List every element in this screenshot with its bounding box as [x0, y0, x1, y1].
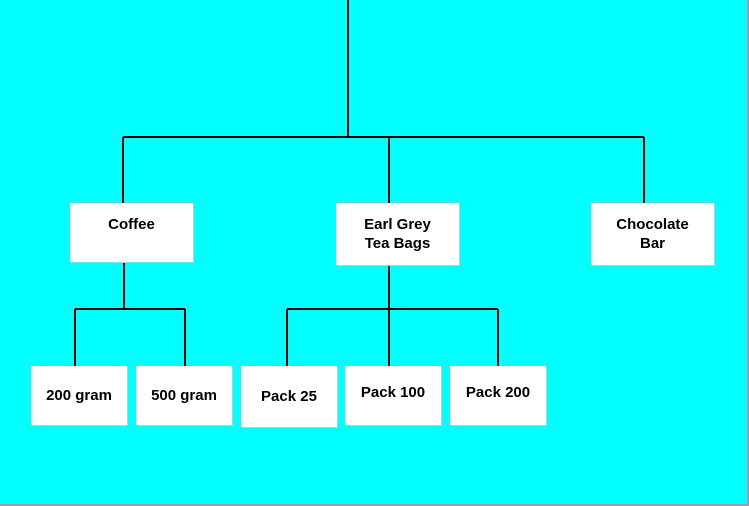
node-earl-grey-tea-bags-label: Earl Grey Tea Bags	[364, 216, 431, 252]
node-pack-100: Pack 100	[345, 366, 441, 425]
node-200-gram-label: 200 gram	[46, 387, 112, 404]
node-pack-25: Pack 25	[241, 366, 337, 427]
node-chocolate-bar: Chocolate Bar	[591, 203, 714, 265]
node-chocolate-bar-label: Chocolate Bar	[616, 216, 689, 252]
node-500-gram: 500 gram	[136, 366, 232, 425]
node-500-gram-label: 500 gram	[151, 387, 217, 404]
node-pack-100-label: Pack 100	[360, 384, 426, 401]
node-coffee-label: Coffee	[108, 216, 155, 233]
node-coffee: Coffee	[70, 203, 193, 262]
node-pack-25-label: Pack 25	[261, 388, 317, 405]
node-pack-200-label: Pack 200	[465, 384, 531, 401]
node-earl-grey-tea-bags: Earl Grey Tea Bags	[336, 203, 459, 265]
node-200-gram: 200 gram	[31, 366, 127, 425]
node-pack-200: Pack 200	[450, 366, 546, 425]
